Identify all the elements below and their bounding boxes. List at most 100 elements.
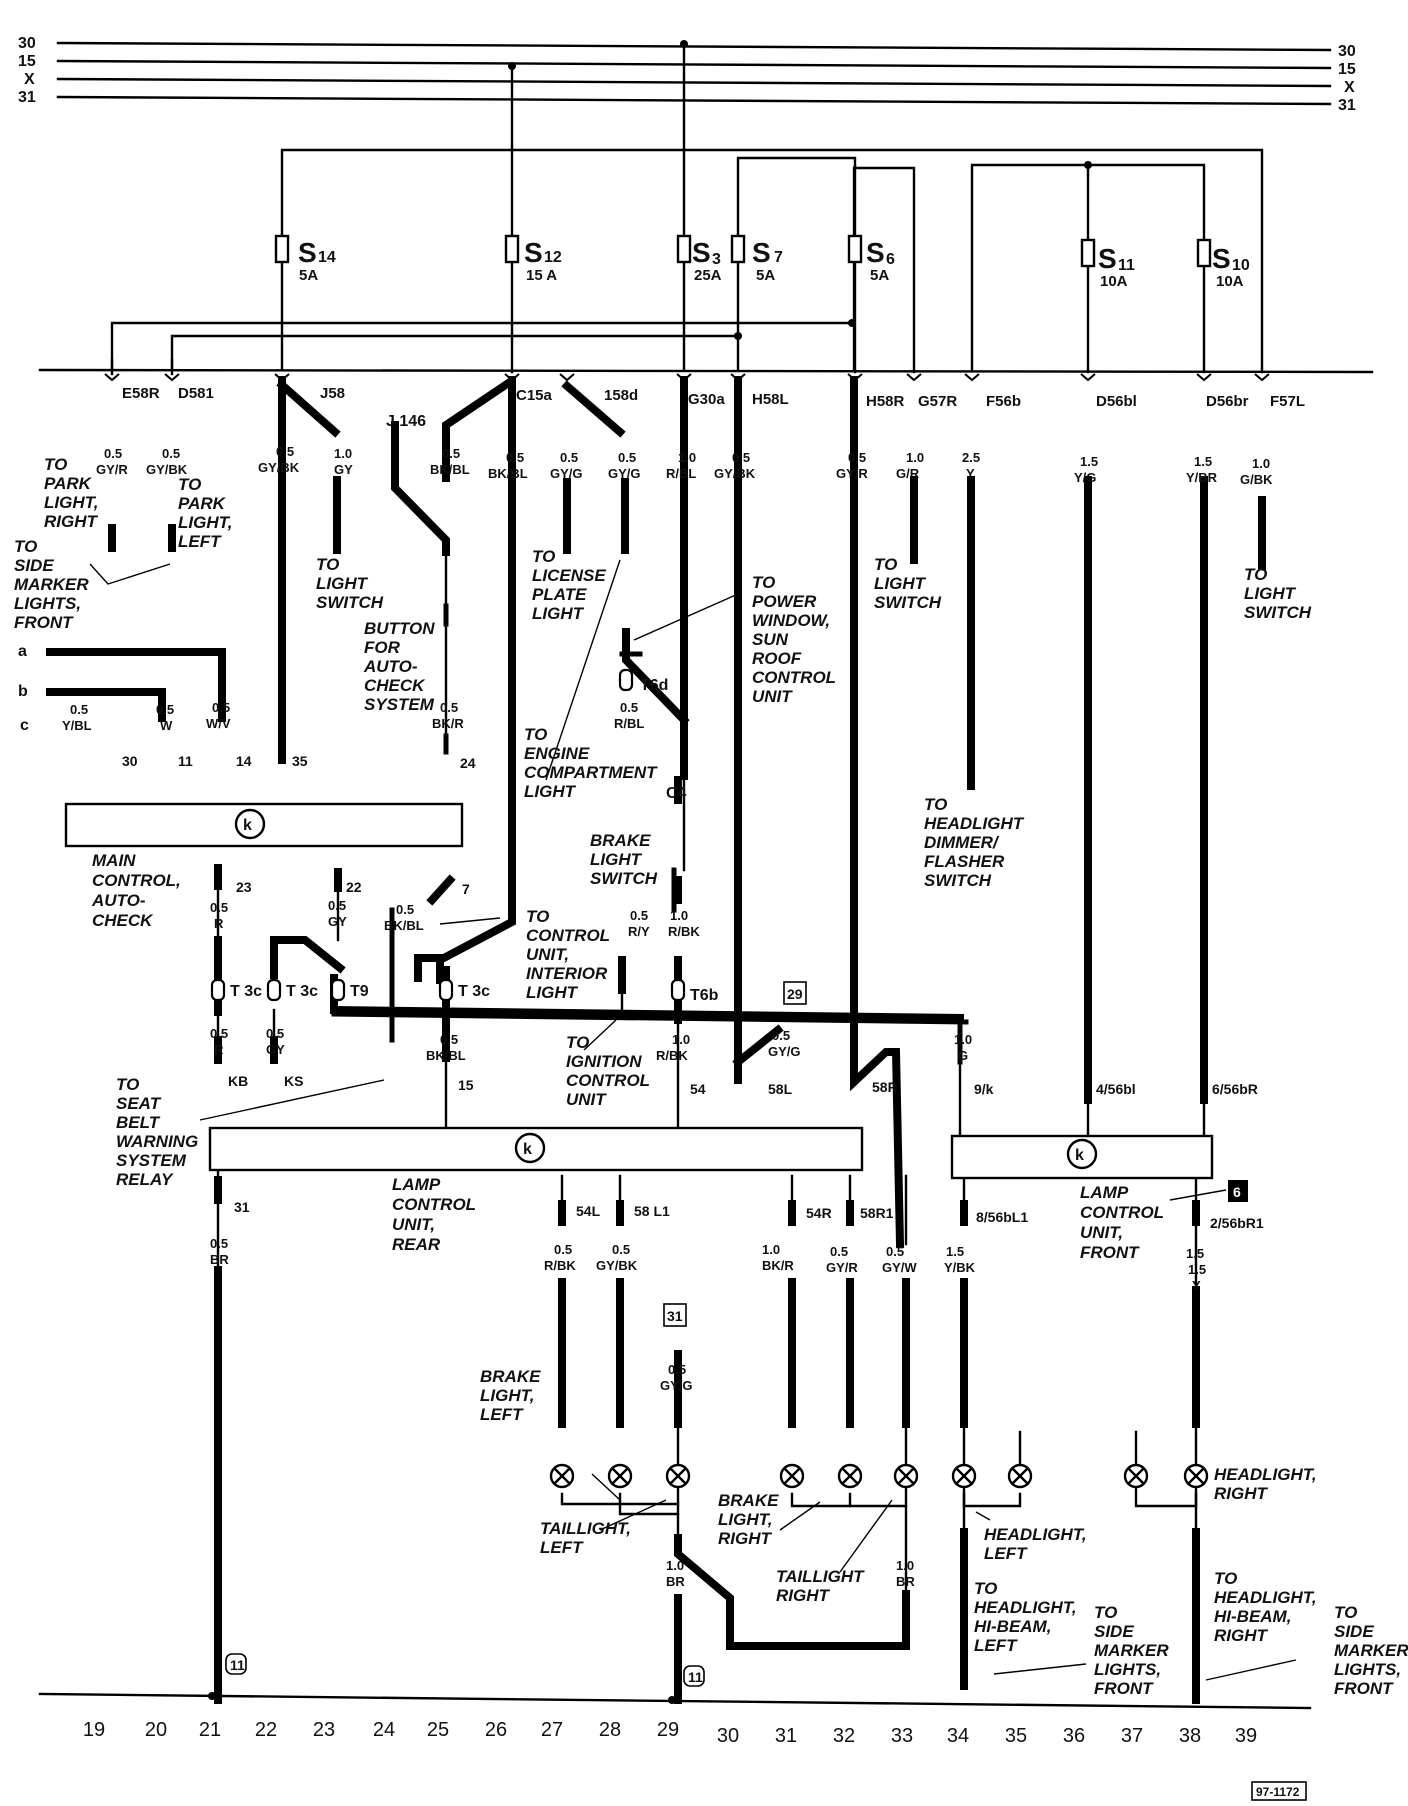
svg-text:GY/W: GY/W [882, 1260, 917, 1275]
lamps [549, 1463, 1209, 1489]
column-number: 22 [255, 1719, 277, 1741]
column-number: 26 [485, 1719, 507, 1741]
column-number: 39 [1235, 1725, 1257, 1747]
connector-labels: T 3c T 3c T9 T 3c T6d T6b [230, 677, 719, 1004]
column-number: 20 [145, 1719, 167, 1741]
svg-text:R: R [214, 916, 224, 931]
svg-text:R/BK: R/BK [656, 1048, 688, 1063]
svg-text:GY/R: GY/R [96, 462, 128, 477]
svg-text:Y: Y [1192, 1278, 1201, 1293]
svg-text:S: S [524, 237, 543, 268]
svg-text:10A: 10A [1216, 273, 1244, 290]
connector-icon [670, 978, 686, 1002]
svg-text:1.5: 1.5 [1186, 1246, 1204, 1261]
svg-text:0.5: 0.5 [70, 702, 88, 717]
svg-text:1.5: 1.5 [1188, 1262, 1206, 1277]
svg-text:G: G [958, 1048, 968, 1063]
svg-text:1.0: 1.0 [334, 446, 352, 461]
svg-text:0.5: 0.5 [830, 1244, 848, 1259]
svg-text:BK/BL: BK/BL [426, 1048, 466, 1063]
column-number: 27 [541, 1719, 563, 1741]
svg-text:S: S [752, 237, 771, 268]
svg-text:1.5: 1.5 [1080, 454, 1098, 469]
svg-text:1.0: 1.0 [670, 908, 688, 923]
fuse-s7: S 7 5A [730, 234, 783, 284]
fuse-s6: S 6 5A [847, 234, 895, 284]
svg-text:0.5: 0.5 [162, 446, 180, 461]
svg-text:0.5: 0.5 [266, 1026, 284, 1041]
svg-text:0.5: 0.5 [668, 1362, 686, 1377]
column-number: 29 [657, 1719, 679, 1741]
svg-text:35: 35 [292, 753, 308, 769]
svg-text:1.0: 1.0 [954, 1032, 972, 1047]
column-number: 23 [313, 1719, 335, 1741]
annotation-label: HEADLIGHT,LEFT [984, 1525, 1087, 1563]
fuse-s10: S 10 10A [1196, 238, 1250, 290]
svg-text:0.5: 0.5 [620, 700, 638, 715]
svg-text:1.0: 1.0 [672, 1032, 690, 1047]
code-label: H58R [866, 393, 905, 410]
svg-text:Y/G: Y/G [1074, 470, 1096, 485]
fuse-s12: S 12 15 A [504, 234, 562, 284]
svg-text:14: 14 [236, 753, 252, 769]
svg-text:0.5: 0.5 [612, 1242, 630, 1257]
code-label: D56br [1206, 393, 1249, 410]
svg-text:5A: 5A [870, 267, 889, 284]
column-number: 32 [833, 1725, 855, 1747]
svg-text:BK/R: BK/R [762, 1258, 794, 1273]
svg-text:c: c [20, 717, 29, 734]
svg-text:0.5: 0.5 [440, 1032, 458, 1047]
svg-text:10A: 10A [1100, 273, 1128, 290]
svg-text:R/BK: R/BK [544, 1258, 576, 1273]
rail-label-right: 30 [1338, 43, 1356, 60]
svg-text:Y/BK: Y/BK [944, 1260, 976, 1275]
svg-text:G/BK: G/BK [1240, 472, 1273, 487]
svg-text:0.5: 0.5 [442, 446, 460, 461]
diagram-id: 97-1172 [1256, 1785, 1300, 1799]
svg-text:0.5: 0.5 [396, 902, 414, 917]
svg-text:15 A: 15 A [526, 267, 557, 284]
svg-text:4/56bl: 4/56bl [1096, 1081, 1136, 1097]
lamp-icon [1007, 1463, 1033, 1489]
rail-15 [56, 59, 1332, 70]
svg-text:GY/G: GY/G [608, 466, 641, 481]
svg-text:7: 7 [774, 249, 783, 266]
svg-text:0.5: 0.5 [328, 898, 346, 913]
svg-text:GY/G: GY/G [660, 1378, 693, 1393]
svg-text:T 3c: T 3c [458, 983, 490, 1000]
code-label: D56bl [1096, 393, 1137, 410]
svg-text:KS: KS [284, 1073, 303, 1089]
svg-text:0.5: 0.5 [630, 908, 648, 923]
svg-text:BR: BR [210, 1252, 229, 1267]
svg-text:0.5: 0.5 [276, 444, 294, 459]
svg-text:k: k [243, 817, 252, 834]
svg-text:0.5: 0.5 [886, 1244, 904, 1259]
connector-icon [618, 668, 634, 692]
svg-text:1.0: 1.0 [1252, 456, 1270, 471]
svg-text:0.5: 0.5 [506, 450, 524, 465]
ground-refs: 11 11 [225, 1653, 705, 1687]
svg-text:6/56bR: 6/56bR [1212, 1081, 1258, 1097]
svg-text:k: k [1075, 1147, 1084, 1164]
svg-text:GY/R: GY/R [826, 1260, 858, 1275]
svg-text:GY: GY [266, 1042, 285, 1057]
svg-text:0.5: 0.5 [156, 702, 174, 717]
svg-text:W: W [160, 718, 173, 733]
column-number: 24 [373, 1719, 395, 1741]
column-number: 31 [775, 1725, 797, 1747]
ground-ref: 11 [230, 1657, 245, 1673]
svg-text:30: 30 [122, 753, 138, 769]
pin-labels: 30 11 14 35 24 23 22 7 KB KS 15 54 58L 5… [122, 753, 1264, 1231]
bus-rails: 30 15 X 31 30 15 X 31 [18, 35, 1356, 114]
